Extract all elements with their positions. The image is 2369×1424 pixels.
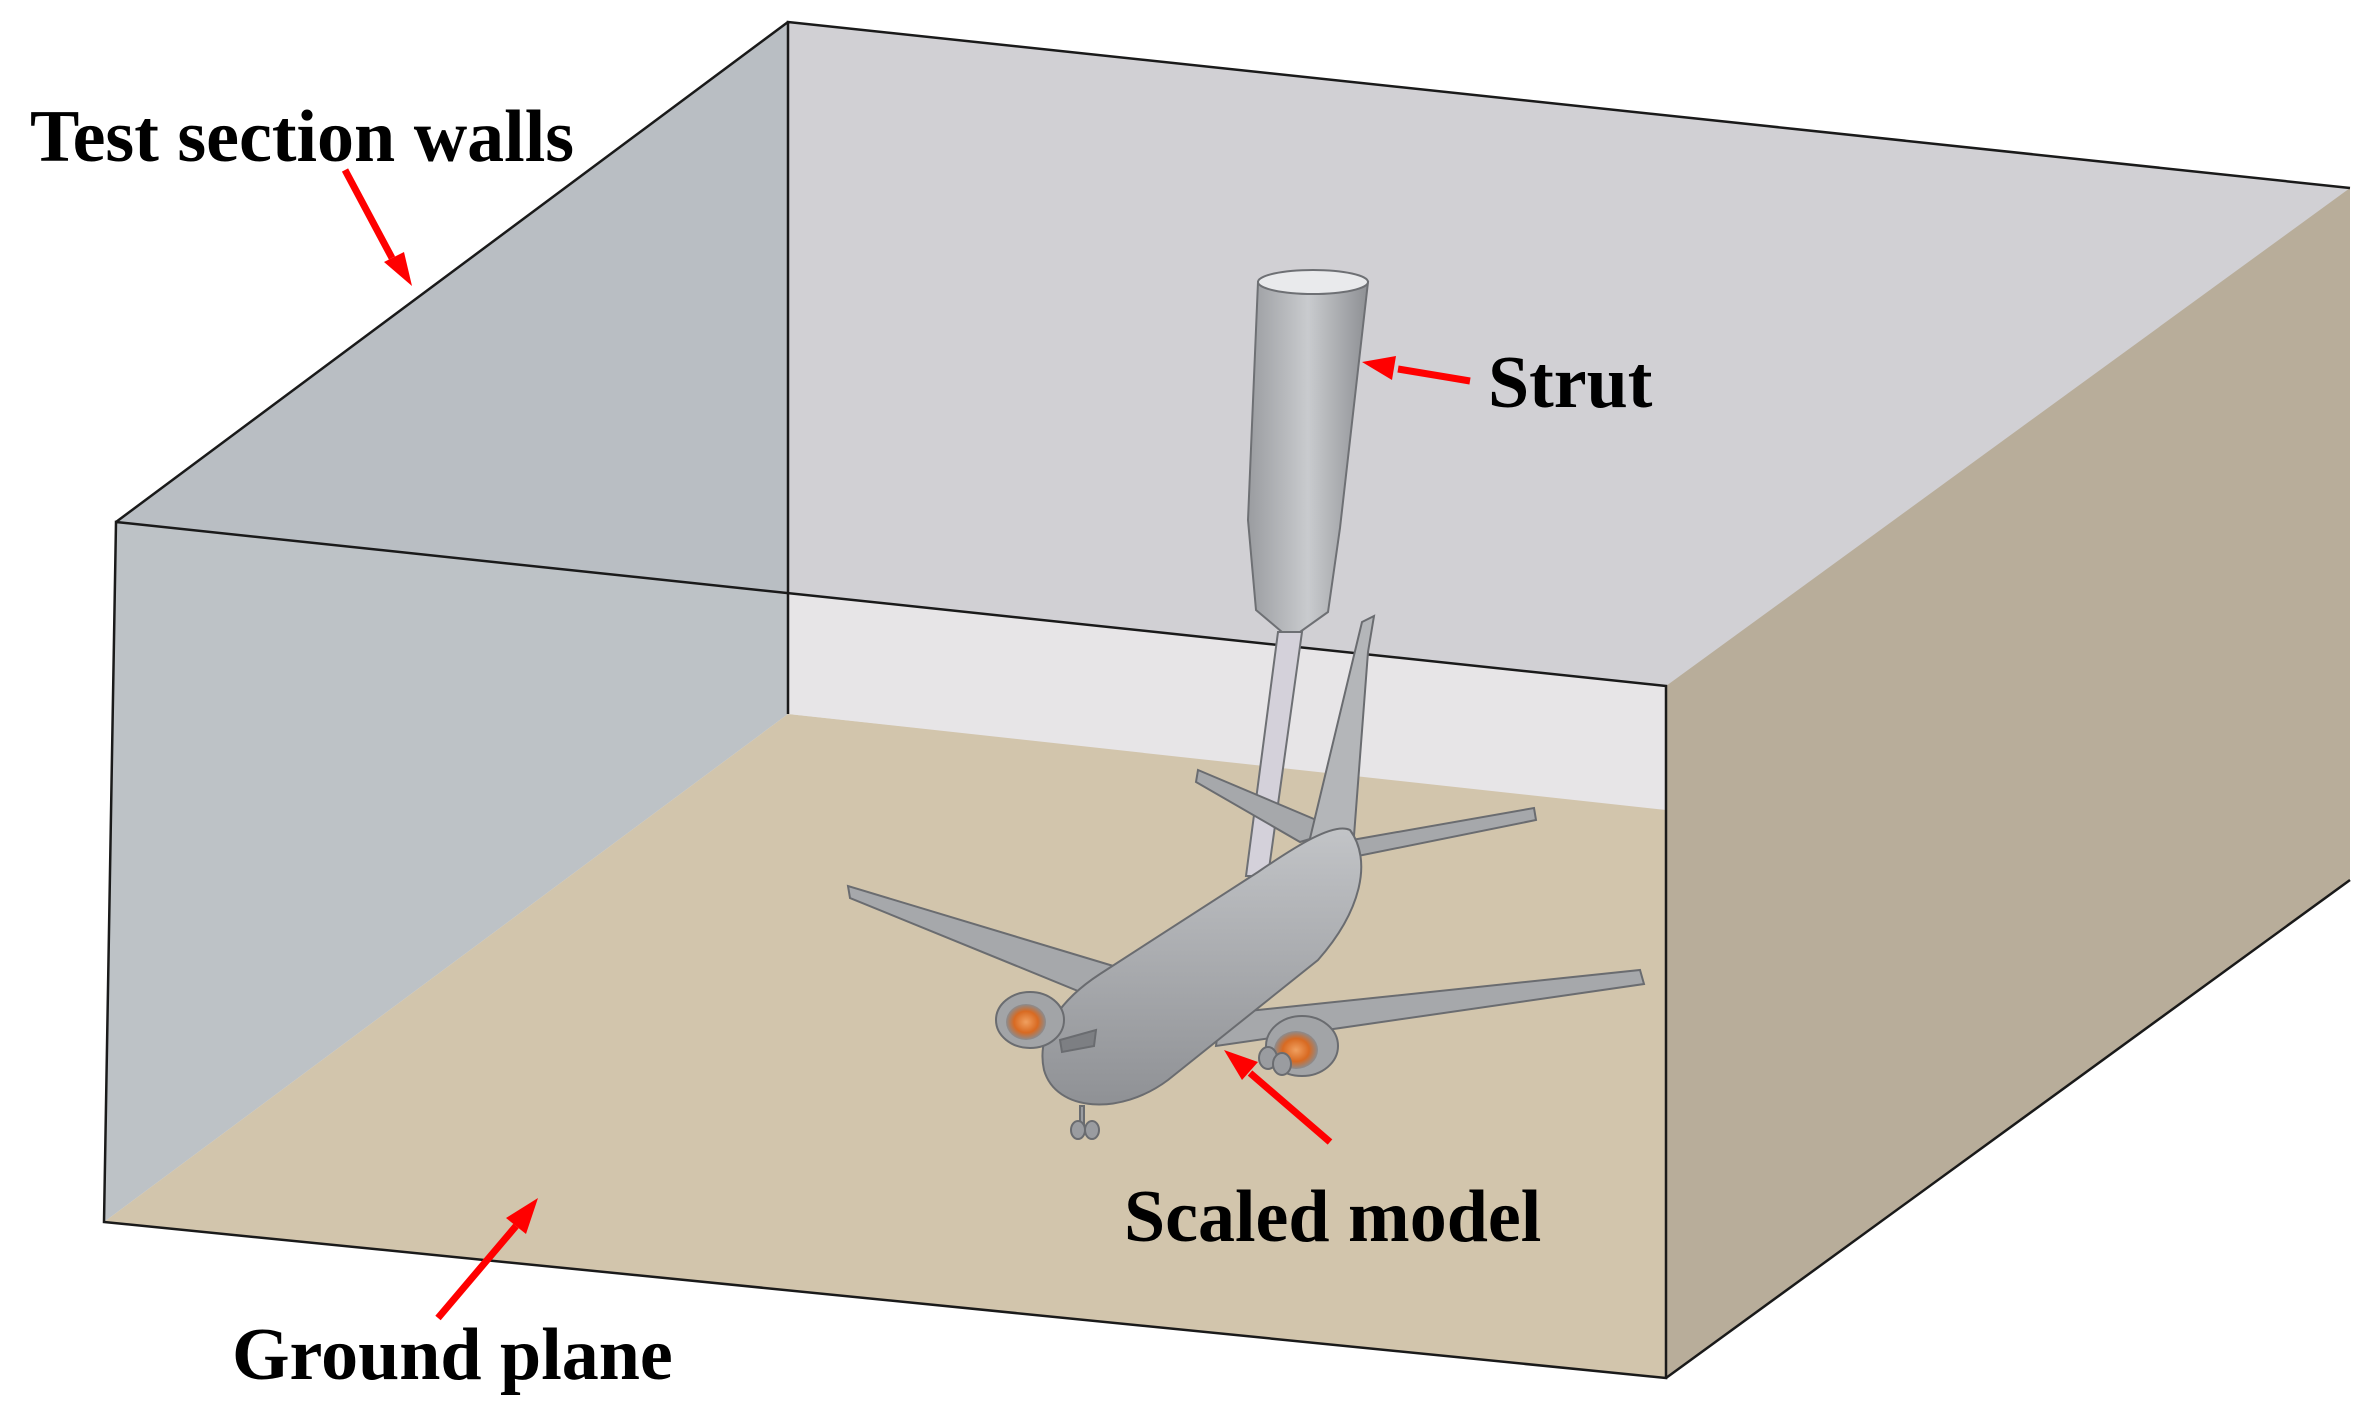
red-arrow-icon [341, 168, 412, 286]
scaled-model-label: Scaled model [1124, 1176, 1542, 1258]
nose-gear [1070, 1105, 1100, 1140]
scaled-model [846, 614, 1646, 1140]
left-engine [995, 991, 1065, 1049]
left-wall [104, 22, 788, 1222]
red-arrow-icon [435, 1198, 538, 1321]
back-wall-window [788, 594, 1666, 810]
box-edges [102, 20, 2351, 1380]
right-wall [1666, 188, 2350, 1378]
red-arrow-icon [1362, 356, 1471, 385]
test-section-walls-label: Test section walls [30, 96, 575, 178]
cockpit-window [1058, 1028, 1098, 1054]
fuselage [1041, 827, 1363, 1106]
main-gear [1258, 1046, 1292, 1076]
ground-plane-label: Ground plane [232, 1314, 673, 1396]
red-arrow-icon [1224, 1050, 1333, 1145]
strut-label: Strut [1488, 342, 1653, 424]
